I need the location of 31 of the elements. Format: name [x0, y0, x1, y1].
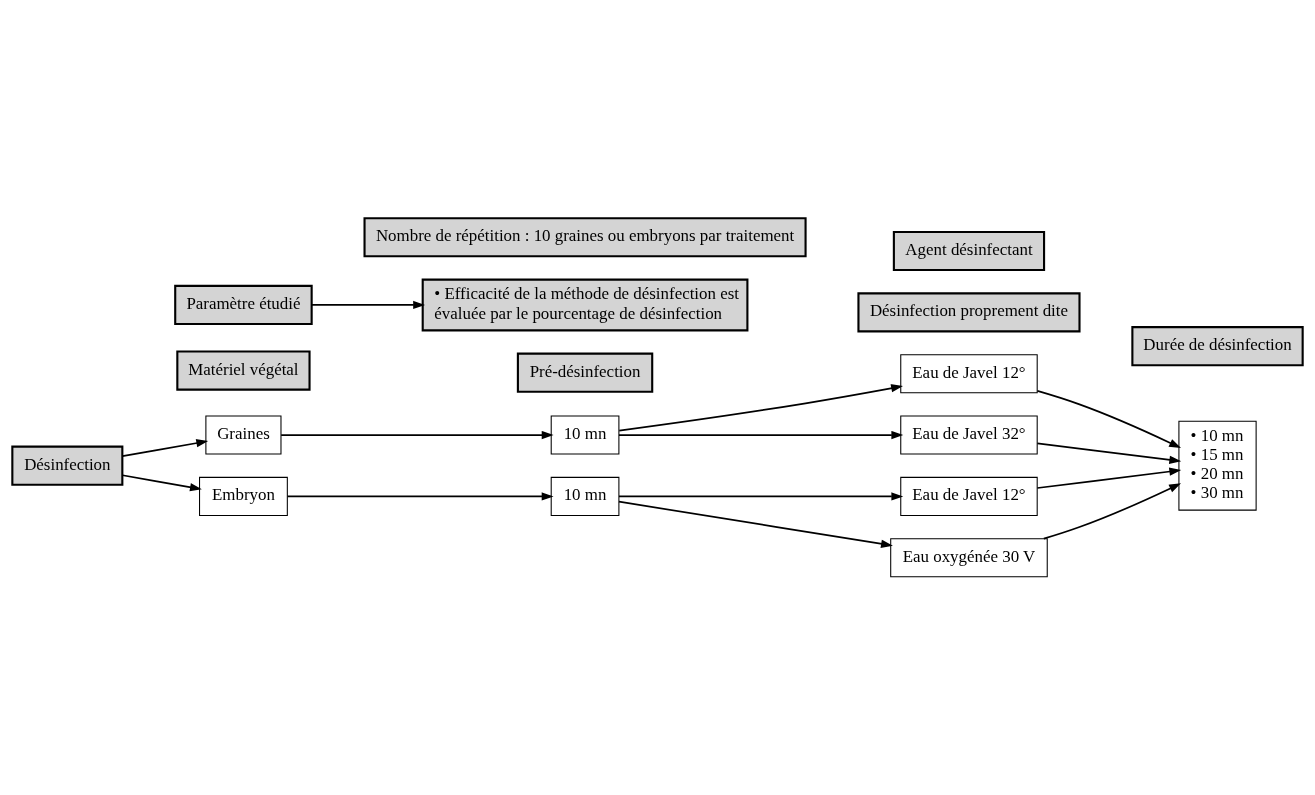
node-box: Désinfection	[11, 445, 124, 486]
node-box: Eau de Javel 12°	[900, 354, 1038, 394]
arrow	[1036, 390, 1181, 449]
node-box: Paramètre étudié	[174, 284, 313, 326]
node-box: • Efficacité de la méthode de désinfection est évaluée par le pourcentage de désinfection	[421, 278, 749, 332]
node-box: Embryon	[199, 476, 288, 516]
arrow	[618, 430, 904, 440]
arrow	[618, 384, 903, 432]
arrow	[121, 439, 209, 458]
arrow	[286, 492, 554, 501]
node-box: Eau oxygénée 30 V	[890, 538, 1048, 578]
node-box: Pré-désinfection	[516, 352, 654, 393]
node-box: 10 mn	[550, 415, 620, 455]
node-box: 10 mn	[550, 476, 620, 516]
node-box: Désinfection proprement dite	[857, 292, 1081, 333]
arrow	[618, 500, 893, 548]
node-box: Nombre de répétition : 10 graines ou embryons par traitement	[363, 217, 807, 258]
arrow	[311, 300, 426, 310]
node-box: Graines	[205, 415, 282, 455]
node-box: • 10 mn • 15 mn • 20 mn • 30 mn	[1178, 420, 1257, 511]
node-box: Matériel végétal	[176, 350, 311, 391]
arrow	[1036, 442, 1182, 464]
node-box: Eau de Javel 32°	[900, 415, 1038, 455]
node-box: Eau de Javel 12°	[900, 476, 1038, 516]
node-box: Agent désinfectant	[892, 230, 1046, 272]
arrow	[1036, 467, 1182, 489]
arrow	[121, 474, 202, 492]
arrow	[1042, 483, 1181, 540]
node-box: Durée de désinfection	[1131, 326, 1304, 367]
arrow	[280, 430, 554, 440]
arrow	[618, 492, 904, 501]
